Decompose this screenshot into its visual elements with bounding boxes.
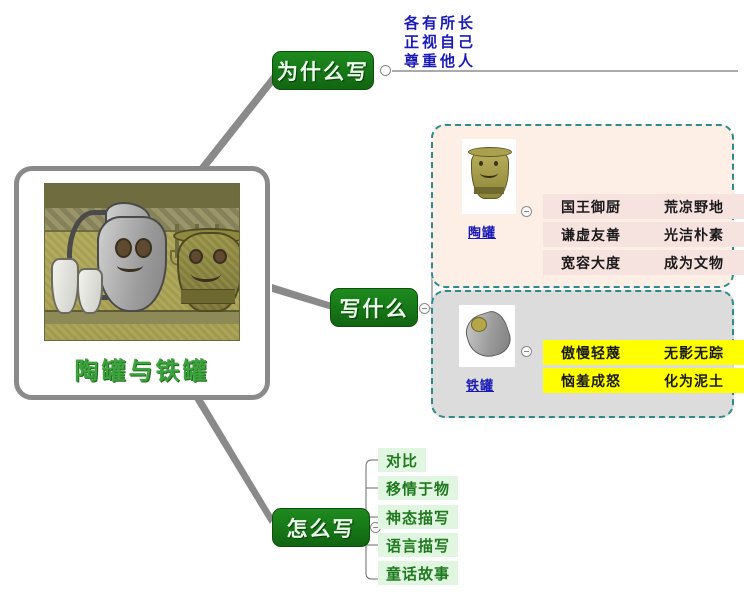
branch-node-how-label: 怎么写 xyxy=(286,516,356,541)
list-item: 移情于物 xyxy=(378,476,458,500)
clay-row-2-right: 光洁朴素 xyxy=(664,227,724,244)
clay-pot-label[interactable]: 陶罐 xyxy=(468,226,497,241)
why-line-1: 各有所长 xyxy=(404,14,477,32)
list-item: 神态描写 xyxy=(378,505,458,529)
why-annotation-text: 各有所长 正视自己 尊重他人 xyxy=(404,14,524,71)
iron-row-1-right: 无影无踪 xyxy=(664,345,724,362)
list-item: 语言描写 xyxy=(378,533,458,557)
table-row: 谦虚友善 光洁朴素 xyxy=(543,222,744,247)
table-row: 傲慢轻蔑 无影无踪 xyxy=(543,340,744,365)
list-item: 对比 xyxy=(378,448,426,472)
table-row: 宽容大度 成为文物 xyxy=(543,250,744,275)
why-toggle-icon[interactable] xyxy=(380,65,391,76)
clay-row-1-right: 荒凉野地 xyxy=(664,199,724,216)
why-line-3: 尊重他人 xyxy=(404,52,477,70)
central-illustration xyxy=(44,183,240,341)
clay-row-1-left: 国王御厨 xyxy=(561,199,621,216)
why-line-2: 正视自己 xyxy=(404,33,477,51)
iron-row-2-left: 恼羞成怒 xyxy=(561,373,621,390)
clay-collapse-icon[interactable] xyxy=(521,206,532,217)
iron-row-2-right: 化为泥土 xyxy=(664,373,724,390)
clay-row-2-left: 谦虚友善 xyxy=(561,227,621,244)
list-item: 童话故事 xyxy=(378,561,458,585)
clay-pot-thumbnail xyxy=(462,139,516,214)
iron-pot-label[interactable]: 铁罐 xyxy=(466,379,495,394)
iron-collapse-icon[interactable] xyxy=(521,346,532,357)
branch-node-why[interactable]: 为什么写 xyxy=(272,51,374,90)
what-collapse-icon[interactable] xyxy=(419,303,430,314)
table-row: 恼羞成怒 化为泥土 xyxy=(543,368,744,393)
clay-row-3-left: 宽容大度 xyxy=(561,255,621,272)
table-row: 国王御厨 荒凉野地 xyxy=(543,194,744,219)
branch-node-how[interactable]: 怎么写 xyxy=(272,508,370,547)
page-title: 陶罐与铁罐 xyxy=(74,357,210,385)
clay-row-3-right: 成为文物 xyxy=(664,255,724,272)
iron-pot-thumbnail xyxy=(459,305,515,367)
branch-node-what-label: 写什么 xyxy=(339,296,409,321)
central-node[interactable]: 陶罐与铁罐 xyxy=(14,166,270,400)
branch-node-why-label: 为什么写 xyxy=(277,59,369,84)
branch-node-what[interactable]: 写什么 xyxy=(330,288,418,327)
iron-row-1-left: 傲慢轻蔑 xyxy=(561,345,621,362)
